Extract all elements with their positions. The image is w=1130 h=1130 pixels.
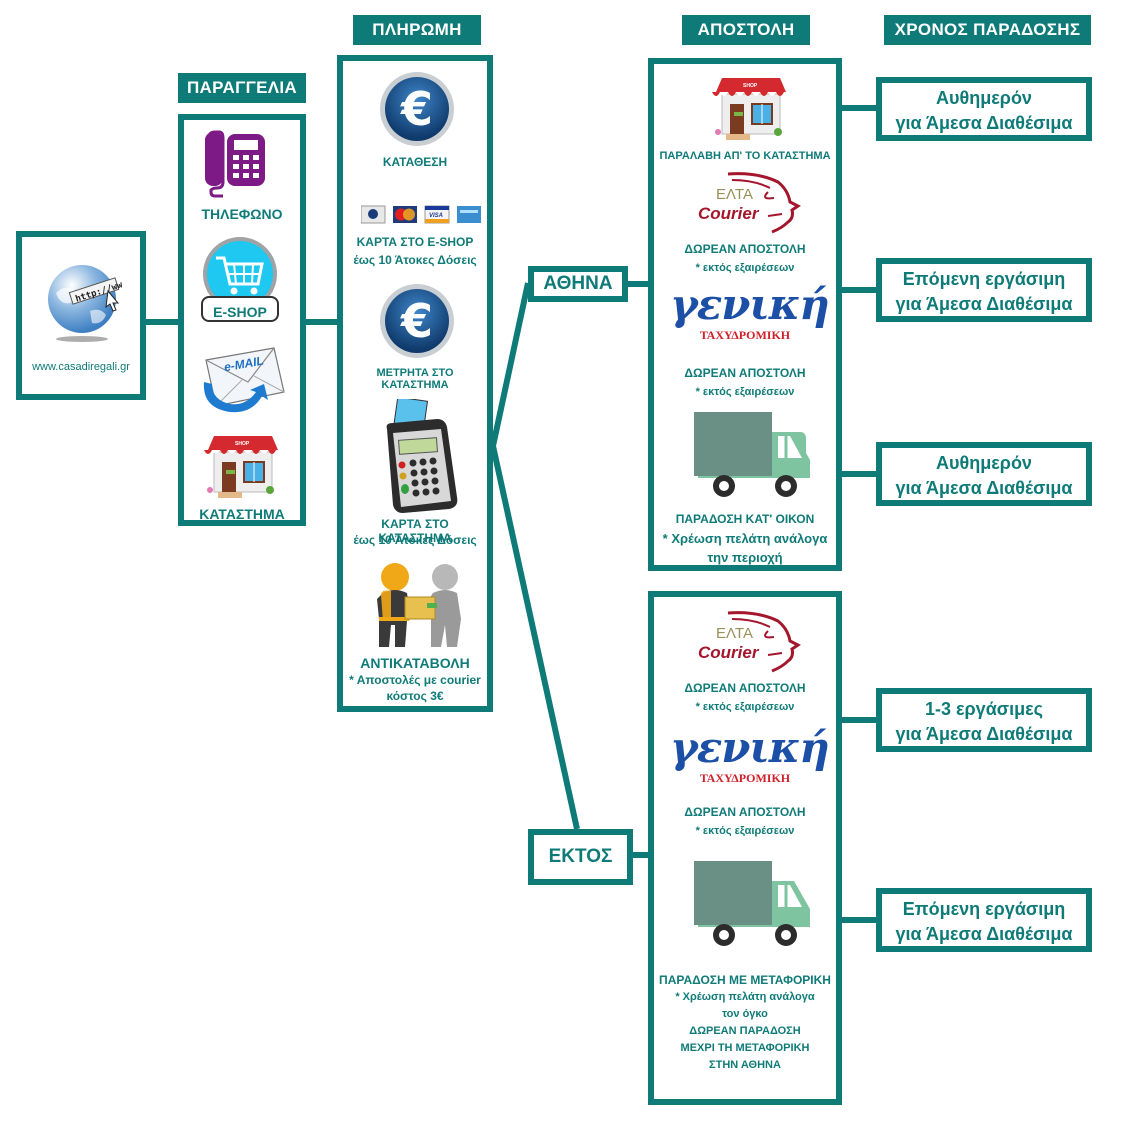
delivery-time-box: Αυθημερόν για Άμεσα Διαθέσιμα bbox=[876, 77, 1092, 141]
shipping-option-note: ΣΤΗΝ ΑΘΗΝΑ bbox=[709, 1059, 781, 1071]
delivery-time-box: Επόμενη εργάσιμη για Άμεσα Διαθέσιμα bbox=[876, 258, 1092, 322]
shipping-option-note: * Χρέωση πελάτη ανάλογα bbox=[675, 991, 815, 1003]
svg-text:SHOP: SHOP bbox=[743, 83, 758, 89]
payment-methods-box: € ΚΑΤΑΘΕΣΗ VISA ΚΑΡΤΑ ΣΤΟ E-SHOP έως 10 … bbox=[337, 55, 493, 712]
order-methods-box: ΤΗΛΕΦΩΝΟ E-SHOP e-MAIL SHOP bbox=[178, 114, 306, 526]
header-payment: ΠΛΗΡΩΜΗ bbox=[353, 15, 481, 45]
shipping-option-note: * εκτός εξαιρέσεων bbox=[695, 262, 795, 274]
delivery-time-line1: Επόμενη εργάσιμη bbox=[902, 269, 1066, 289]
shipping-option-note: την περιοχή bbox=[707, 550, 783, 565]
website-url[interactable]: www.casadiregali.gr bbox=[32, 361, 130, 373]
region-athens: ΑΘΗΝΑ bbox=[528, 266, 628, 302]
svg-text:€: € bbox=[400, 82, 433, 136]
shipping-option-label: ΠΑΡΑΔΟΣΗ ΜΕ ΜΕΤΑΦΟΡΙΚΗ bbox=[659, 973, 831, 987]
svg-text:€: € bbox=[400, 294, 433, 348]
shipping-option-note: * εκτός εξαιρέσεων bbox=[695, 701, 795, 713]
telephone-icon bbox=[205, 130, 265, 198]
delivery-time-box: Αυθημερόν για Άμεσα Διαθέσιμα bbox=[876, 442, 1092, 506]
geniki-taxydromiki-logo: γενική ΤΑΧΥΔΡΟΜΙΚΗ bbox=[670, 723, 830, 785]
order-method-label: ΚΑΤΑΣΤΗΜΑ bbox=[199, 506, 285, 522]
region-outside: ΕΚΤΟΣ bbox=[528, 829, 633, 885]
header-delivery-time: ΧΡΟΝΟΣ ΠΑΡΑΔΟΣΗΣ bbox=[884, 15, 1091, 45]
delivery-time-box: Επόμενη εργάσιμη για Άμεσα Διαθέσιμα bbox=[876, 888, 1092, 952]
credit-cards-icon: VISA bbox=[360, 205, 481, 225]
package-handover-icon bbox=[377, 563, 461, 647]
outside-shipping-box: ΕΛΤΑ Courier ΔΩΡΕΑΝ ΑΠΟΣΤΟΛΗ * εκτός εξα… bbox=[648, 591, 842, 1105]
shop-storefront-icon: SHOP bbox=[712, 78, 786, 140]
shipping-option-note: ΔΩΡΕΑΝ ΠΑΡΑΔΟΣΗ bbox=[689, 1025, 801, 1037]
shop-storefront-icon: SHOP bbox=[204, 436, 278, 498]
delivery-time-line2: για Άμεσα Διαθέσιμα bbox=[895, 478, 1073, 498]
elta-courier-logo: ΕΛΤΑ Courier bbox=[698, 170, 808, 234]
payment-method-label: ΚΑΤΑΘΕΣΗ bbox=[382, 155, 448, 169]
shipping-option-note: ΜΕΧΡΙ ΤΗ ΜΕΤΑΦΟΡΙΚΗ bbox=[680, 1042, 810, 1054]
payment-method-note: έως 10 Άτοκες Δόσεις bbox=[353, 533, 477, 547]
delivery-time-line2: για Άμεσα Διαθέσιμα bbox=[895, 924, 1073, 944]
delivery-truck-icon bbox=[694, 861, 810, 946]
shipping-option-label: ΔΩΡΕΑΝ ΑΠΟΣΤΟΛΗ bbox=[684, 366, 806, 380]
shipping-option-note: * εκτός εξαιρέσεων bbox=[695, 386, 795, 398]
payment-method-note: έως 10 Άτοκες Δόσεις bbox=[353, 253, 477, 267]
header-order: ΠΑΡΑΓΓΕΛΙΑ bbox=[178, 73, 306, 103]
delivery-time-line2: για Άμεσα Διαθέσιμα bbox=[895, 113, 1073, 133]
euro-coin-icon: € bbox=[380, 284, 454, 358]
eshop-label[interactable]: E-SHOP bbox=[213, 304, 267, 320]
globe-http-icon: http://ww bbox=[48, 265, 122, 342]
payment-method-note: * Αποστολές με courier bbox=[349, 673, 481, 687]
svg-text:VISA: VISA bbox=[429, 213, 443, 219]
delivery-time-line1: Αυθημερόν bbox=[936, 453, 1032, 473]
connector-payment-outside bbox=[490, 445, 580, 830]
payment-method-label: ΑΝΤΙΚΑΤΑΒΟΛΗ bbox=[360, 655, 470, 671]
shipping-option-label: ΠΑΡΑΔΟΣΗ ΚΑΤ' ΟΙΚΟΝ bbox=[675, 512, 815, 526]
payment-method-label: ΚΑΡΤΑ ΣΤΟ E-SHOP bbox=[356, 235, 474, 249]
card-terminal-icon bbox=[386, 399, 458, 513]
email-envelope-icon[interactable]: e-MAIL bbox=[202, 346, 286, 416]
payment-method-label: ΚΑΡΤΑ ΣΤΟ ΚΑΤΑΣΤΗΜΑ bbox=[378, 517, 452, 545]
shipping-option-label: ΠΑΡΑΛΑΒΗ ΑΠ' ΤΟ ΚΑΤΑΣΤΗΜΑ bbox=[659, 150, 831, 162]
delivery-time-line1: Επόμενη εργάσιμη bbox=[902, 899, 1066, 919]
geniki-taxydromiki-logo: γενική ΤΑΧΥΔΡΟΜΙΚΗ bbox=[670, 280, 830, 342]
euro-coin-icon: € bbox=[380, 72, 454, 146]
shipping-option-label: ΔΩΡΕΑΝ ΑΠΟΣΤΟΛΗ bbox=[684, 805, 806, 819]
header-shipping: ΑΠΟΣΤΟΛΗ bbox=[682, 15, 810, 45]
delivery-time-line1: Αυθημερόν bbox=[936, 88, 1032, 108]
website-box: http://ww www.casadiregali.gr bbox=[16, 231, 146, 400]
svg-text:e-MAIL: e-MAIL bbox=[223, 354, 265, 375]
elta-courier-logo: ΕΛΤΑ Courier bbox=[698, 609, 808, 673]
delivery-time-line1: 1-3 εργάσιμες bbox=[924, 699, 1043, 719]
shipping-option-label: ΔΩΡΕΑΝ ΑΠΟΣΤΟΛΗ bbox=[684, 681, 806, 695]
shipping-option-label: ΔΩΡΕΑΝ ΑΠΟΣΤΟΛΗ bbox=[684, 242, 806, 256]
payment-method-label: ΜΕΤΡΗΤΑ ΣΤΟ ΚΑΤΑΣΤΗΜΑ bbox=[376, 367, 454, 391]
order-method-label: ΤΗΛΕΦΩΝΟ bbox=[201, 206, 283, 222]
eshop-cart-icon[interactable] bbox=[200, 236, 284, 326]
delivery-time-line2: για Άμεσα Διαθέσιμα bbox=[895, 294, 1073, 314]
connector-payment-athens bbox=[490, 282, 531, 447]
shipping-option-note: * εκτός εξαιρέσεων bbox=[695, 825, 795, 837]
shipping-option-note: * Χρέωση πελάτη ανάλογα bbox=[662, 531, 828, 546]
shipping-option-note: τον όγκο bbox=[722, 1008, 768, 1020]
delivery-time-line2: για Άμεσα Διαθέσιμα bbox=[895, 724, 1073, 744]
delivery-truck-icon bbox=[694, 412, 810, 497]
svg-text:SHOP: SHOP bbox=[235, 441, 250, 447]
payment-method-note: κόστος 3€ bbox=[386, 689, 444, 703]
athens-shipping-box: SHOP ΠΑΡΑΛΑΒΗ ΑΠ' ΤΟ ΚΑΤΑΣΤΗΜΑ ΕΛΤΑ Cour… bbox=[648, 58, 842, 571]
delivery-time-box: 1-3 εργάσιμες για Άμεσα Διαθέσιμα bbox=[876, 688, 1092, 752]
